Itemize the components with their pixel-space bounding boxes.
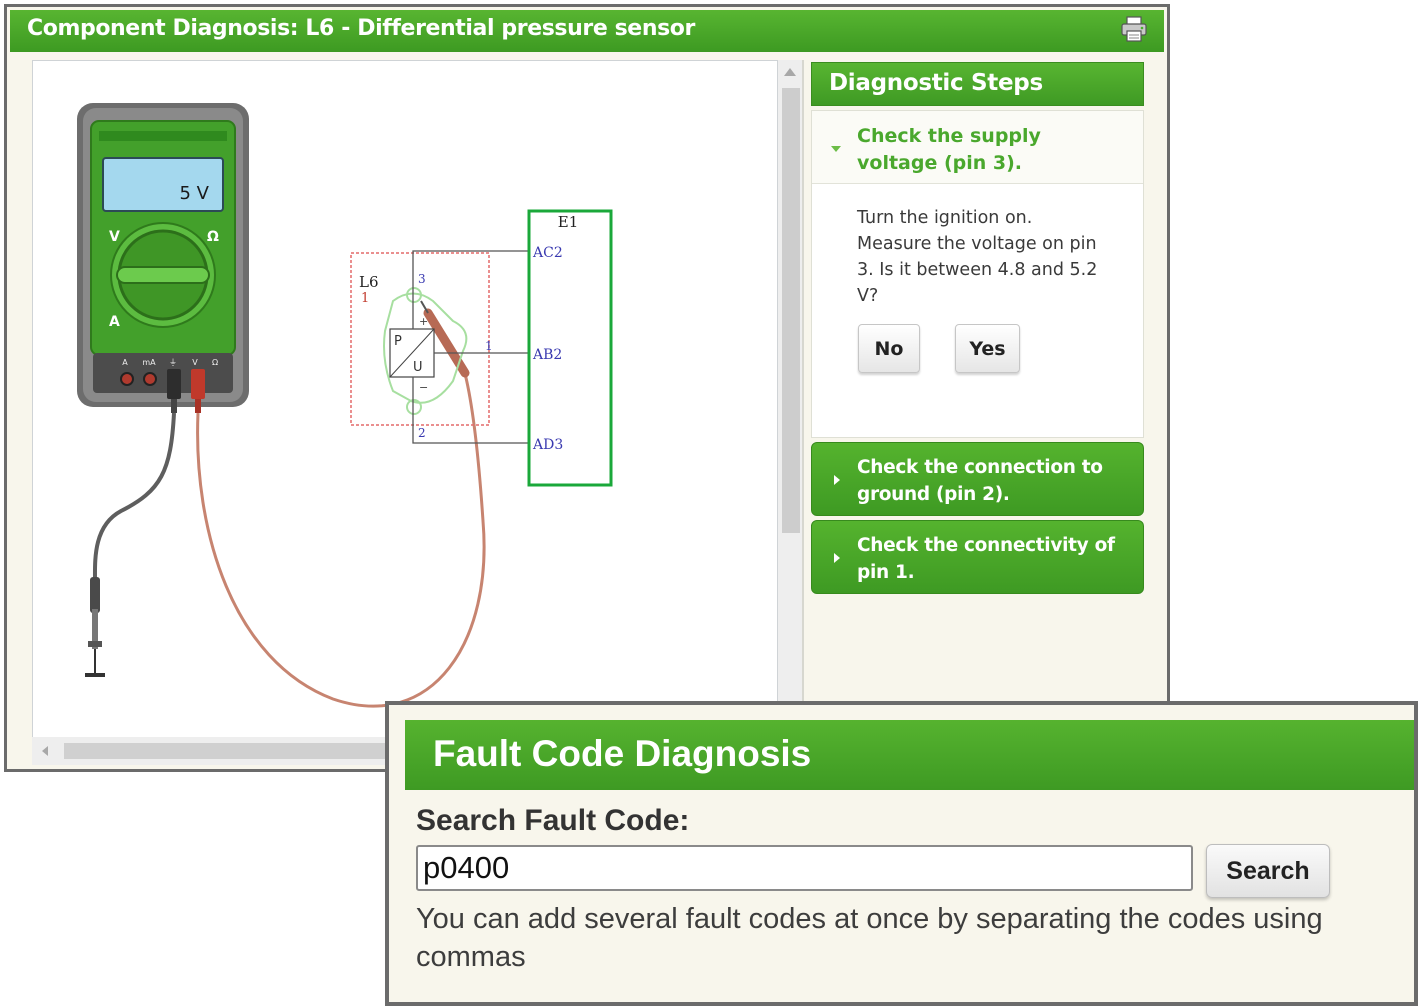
- svg-text:−: −: [419, 381, 428, 394]
- vertical-scroll-thumb[interactable]: [782, 88, 800, 533]
- connector-e1[interactable]: E1 AC2 AB2 AD3: [527, 209, 613, 487]
- scroll-left-arrow-icon[interactable]: [42, 746, 48, 756]
- diagram-canvas[interactable]: 5 V V Ω A A mA ⏚ V Ω: [32, 60, 778, 765]
- pin-2-label: 2: [418, 426, 426, 440]
- jack-label-ma: mA: [142, 358, 156, 367]
- step-label: Check the connection to ground (pin 2).: [857, 457, 1103, 505]
- step-body: Turn the ignition on. Measure the voltag…: [812, 184, 1143, 437]
- step-instructions: Turn the ignition on. Measure the voltag…: [857, 208, 1098, 306]
- yes-button[interactable]: Yes: [955, 324, 1020, 373]
- black-probe-tip[interactable]: [85, 577, 105, 677]
- terminal-ad3: AD3: [532, 437, 563, 453]
- jack-label-ohm: Ω: [212, 358, 218, 367]
- dial-label-voltage: V: [109, 229, 120, 245]
- multimeter-display: 5 V: [180, 183, 210, 204]
- wires: [412, 250, 529, 444]
- fault-window-title: Fault Code Diagnosis: [433, 733, 812, 774]
- step-supply-voltage: Check the supply voltage (pin 3). Turn t…: [811, 110, 1144, 438]
- pin-3-label: 3: [418, 272, 426, 286]
- step-supply-voltage-header[interactable]: Check the supply voltage (pin 3).: [812, 111, 1143, 184]
- search-fault-code-label: Search Fault Code:: [416, 804, 690, 837]
- black-probe-lead: [92, 412, 176, 582]
- fault-title-bar: Fault Code Diagnosis: [405, 720, 1414, 790]
- fault-code-diagnosis-window: Fault Code Diagnosis Search Fault Code: …: [385, 701, 1418, 1006]
- diagnostic-steps-panel: Diagnostic Steps Check the supply voltag…: [811, 62, 1144, 594]
- no-button[interactable]: No: [858, 324, 920, 373]
- panel-divider: [802, 60, 804, 765]
- terminal-ab2: AB2: [532, 347, 562, 363]
- step-label: Check the connectivity of pin 1.: [857, 535, 1115, 583]
- chevron-down-icon: [831, 146, 841, 152]
- terminal-ac2: AC2: [532, 245, 563, 261]
- main-title-bar: Component Diagnosis: L6 - Differential p…: [10, 10, 1164, 52]
- fault-code-hint: You can add several fault codes at once …: [416, 903, 1323, 973]
- component-diagnosis-window: Component Diagnosis: L6 - Differential p…: [4, 4, 1170, 772]
- component-name: L6: [359, 273, 379, 291]
- chevron-right-icon: [834, 553, 840, 563]
- pin-1-label: 1: [485, 339, 493, 353]
- dial-label-resistance: Ω: [207, 229, 219, 245]
- step-ground-connection[interactable]: Check the connection to ground (pin 2).: [811, 442, 1144, 516]
- scroll-up-arrow-icon[interactable]: [784, 68, 796, 76]
- fault-code-input[interactable]: [416, 845, 1193, 891]
- diagnostic-steps-header: Diagnostic Steps: [811, 62, 1144, 106]
- chevron-right-icon: [834, 475, 840, 485]
- multimeter[interactable]: 5 V V Ω A A mA ⏚ V Ω: [77, 103, 249, 413]
- step-pin1-connectivity[interactable]: Check the connectivity of pin 1.: [811, 520, 1144, 594]
- window-title: Component Diagnosis: L6 - Differential p…: [27, 16, 695, 41]
- search-button[interactable]: Search: [1206, 844, 1330, 898]
- symbol-u: U: [413, 360, 423, 375]
- component-index: 1: [361, 291, 369, 306]
- jack-label-v: V: [192, 358, 198, 367]
- red-probe-lead: [196, 365, 486, 708]
- dial-label-current: A: [109, 314, 120, 330]
- printer-icon[interactable]: [1120, 16, 1148, 42]
- symbol-p: P: [394, 334, 402, 349]
- circuit-diagram: 5 V V Ω A A mA ⏚ V Ω: [77, 103, 613, 708]
- vertical-scrollbar[interactable]: [778, 60, 802, 765]
- jack-label-a: A: [122, 358, 128, 367]
- step-title: Check the supply voltage (pin 3).: [857, 125, 1041, 174]
- connector-name: E1: [558, 213, 579, 231]
- jack-label-ground: ⏚: [169, 358, 177, 367]
- component-l6[interactable]: L6 1 P U + − 3 1 2: [350, 252, 493, 440]
- svg-text:+: +: [419, 315, 428, 328]
